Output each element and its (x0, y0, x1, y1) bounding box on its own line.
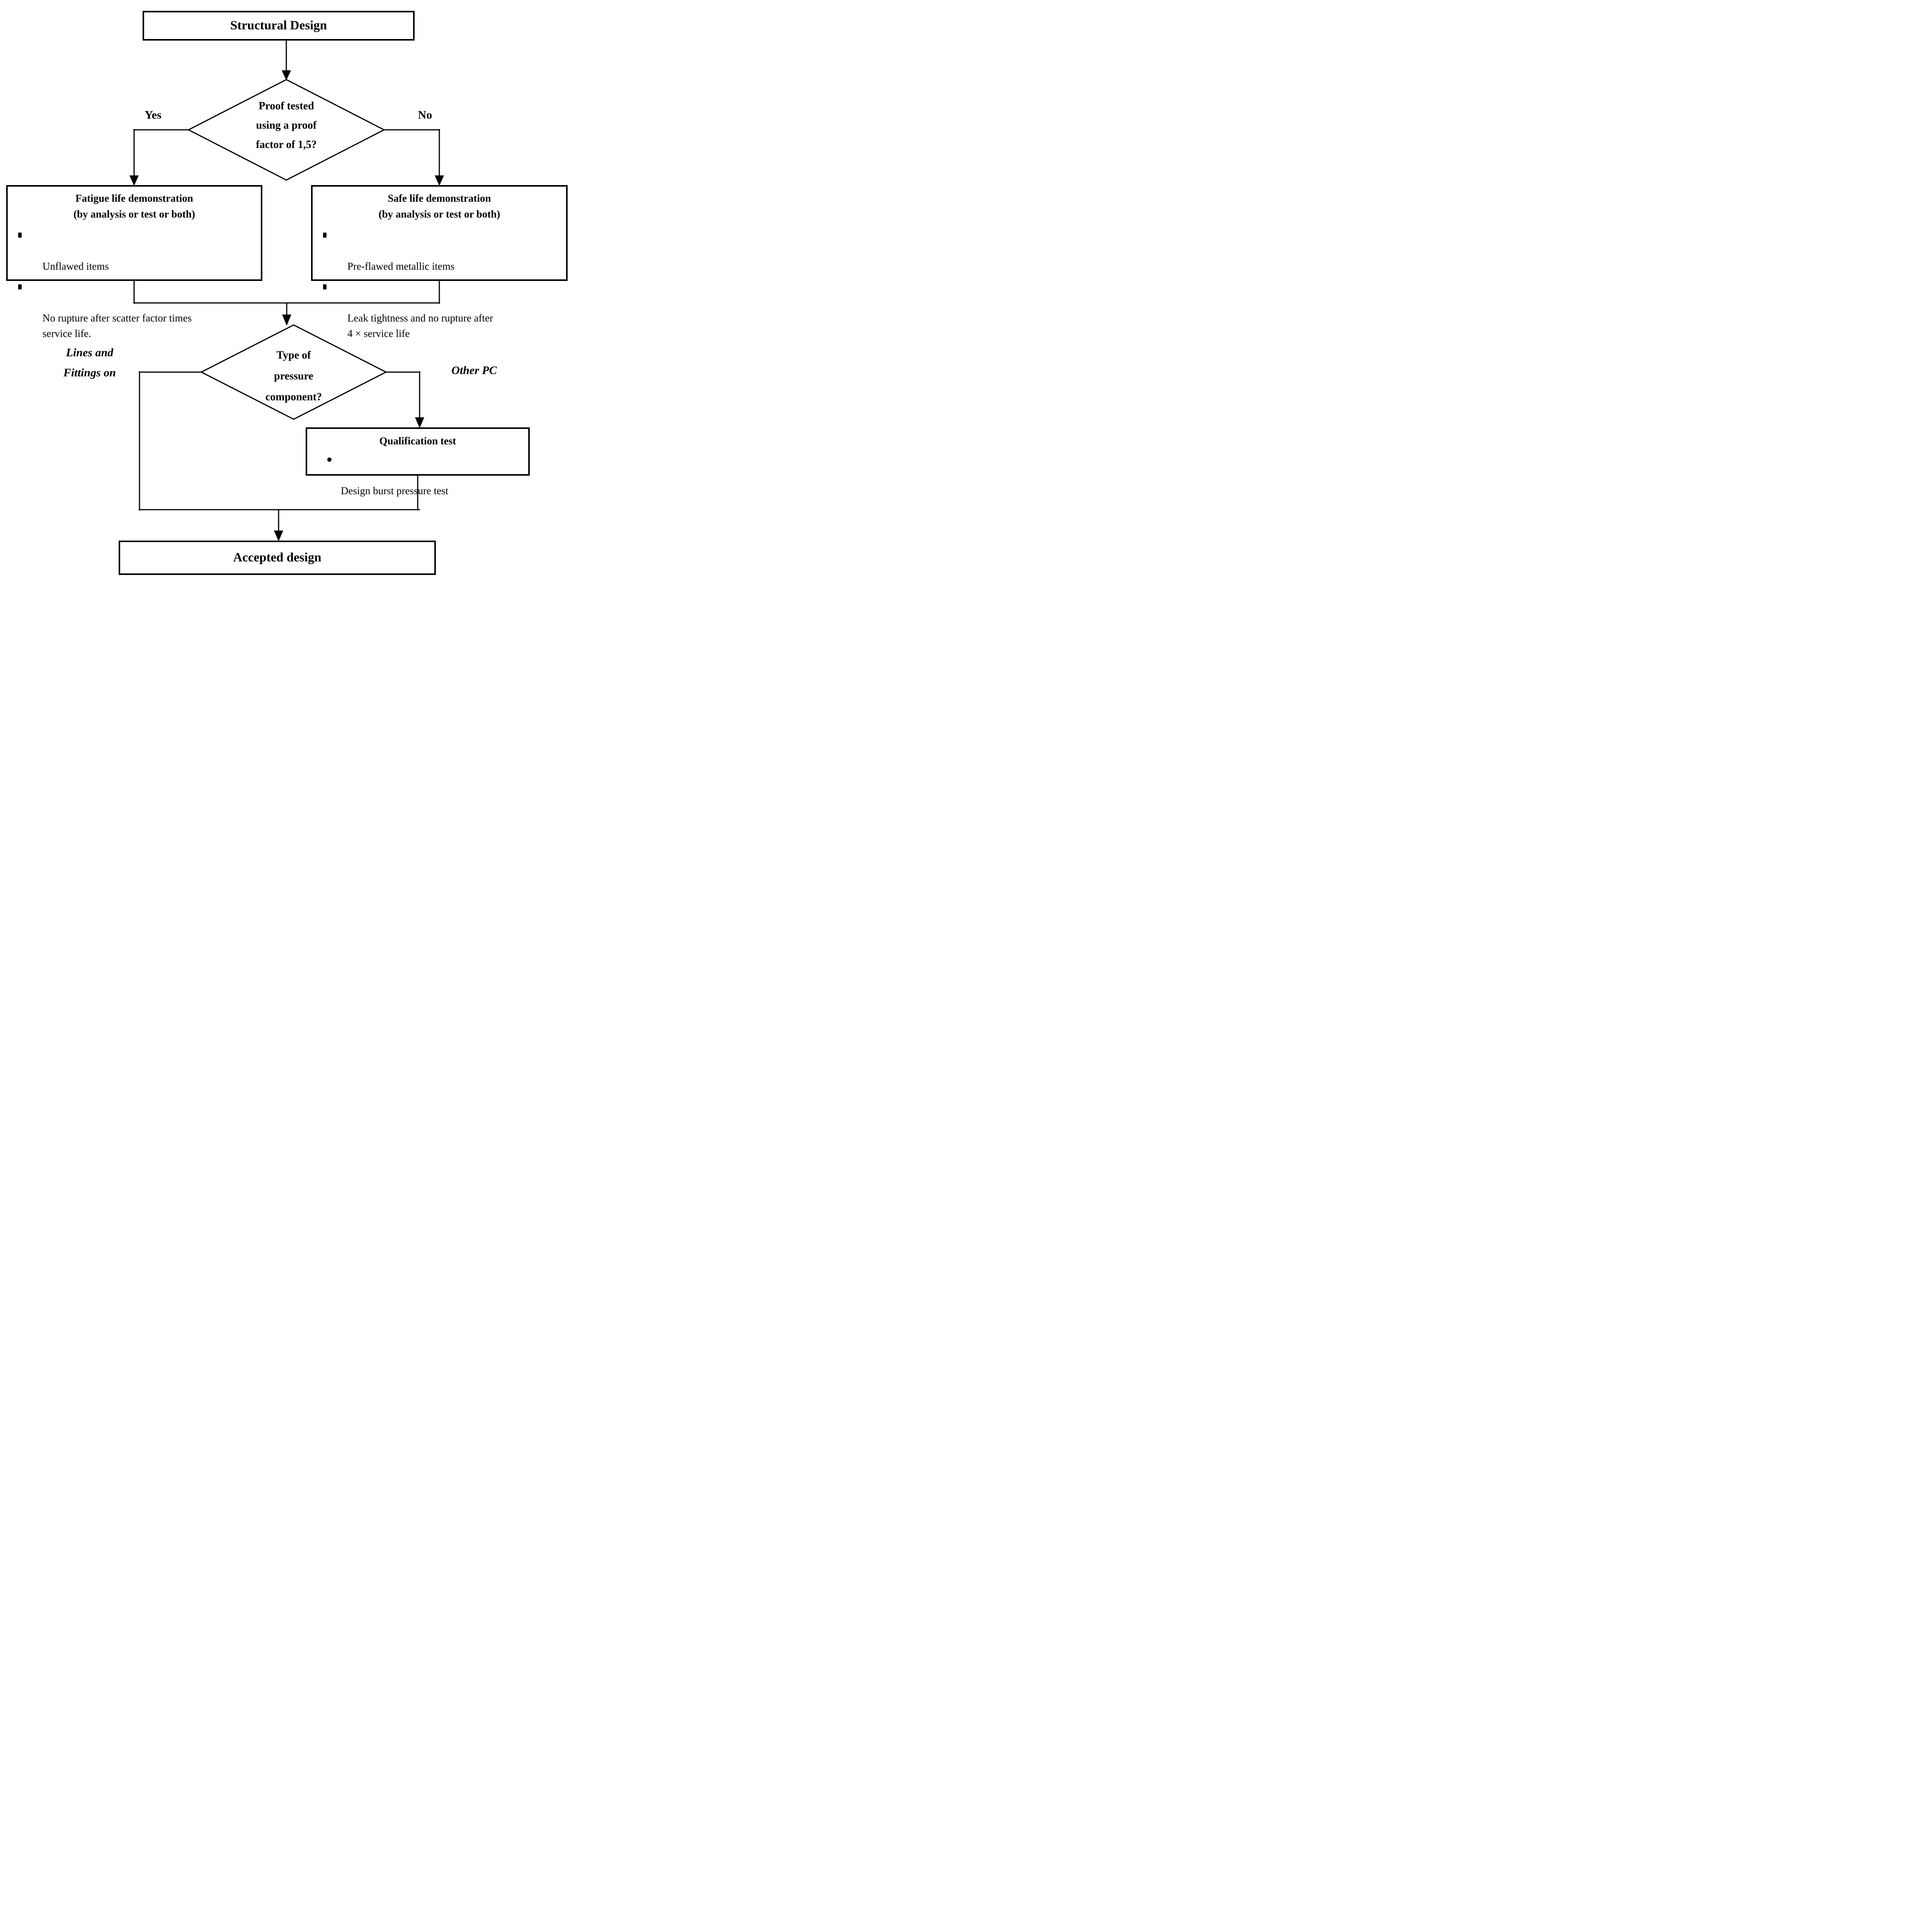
connector-layer (129, 40, 444, 541)
square-bullet-icon (323, 284, 327, 289)
lines-fittings-edge-label: Lines and Fittings on (63, 346, 116, 379)
list-item: No rupture after scatter factor times se… (8, 279, 261, 341)
start-node-label: Structural Design (230, 19, 327, 32)
arrowhead-into-qualification (415, 417, 424, 428)
decision2-diamond (200, 324, 388, 420)
square-bullet-icon (18, 233, 22, 238)
fatigue-bullet-list: Unflawed items No rupture after scatter … (8, 228, 261, 341)
qualification-test-title: Qualification test (379, 435, 456, 447)
decision1-diamond (187, 79, 386, 181)
safe-bullet-list: Pre-flawed metallic items Leak tightness… (313, 228, 566, 341)
list-item: Leak tightness and no rupture after 4 × … (313, 279, 566, 341)
arrowhead-into-fatigue (129, 175, 139, 186)
decision1-label: Proof tested using a proof factor of 1,5… (256, 100, 317, 151)
decision2-label: Type of pressure component? (265, 349, 322, 403)
arrowhead-into-safe (435, 175, 444, 186)
other-pc-edge-label: Other PC (451, 364, 497, 377)
bullet-text: Design burst pressure test (341, 485, 449, 497)
arrowhead-into-decision1 (282, 70, 291, 80)
fatigue-life-title: Fatigue life demonstration (by analysis … (73, 192, 195, 220)
end-node-label: Accepted design (233, 551, 321, 565)
end-node: Accepted design (119, 541, 436, 575)
bullet-text: Leak tightness and no rupture after 4 × … (347, 312, 493, 339)
safe-life-title: Safe life demonstration (by analysis or … (378, 192, 500, 220)
safe-life-node: Safe life demonstration (by analysis or … (311, 185, 568, 339)
start-node: Structural Design (143, 11, 415, 41)
flowchart-canvas: Structural Design Proof tested using a p… (0, 0, 574, 578)
square-bullet-icon (18, 284, 22, 289)
qualification-test-node: Qualification test Design burst pressure… (306, 427, 530, 497)
arrowhead-into-end (274, 531, 283, 541)
qualification-bullet-list: Design burst pressure test (307, 452, 528, 498)
list-item: Pre-flawed metallic items (313, 228, 566, 274)
fatigue-life-node: Fatigue life demonstration (by analysis … (6, 185, 262, 339)
bullet-text: No rupture after scatter factor times se… (43, 312, 192, 339)
list-item: Unflawed items (8, 228, 261, 274)
bullet-text: Pre-flawed metallic items (347, 260, 455, 272)
dot-bullet-icon (327, 457, 332, 462)
yes-edge-label: Yes (145, 109, 162, 121)
no-edge-label: No (418, 109, 432, 121)
list-item: Design burst pressure test (307, 452, 528, 498)
arrowhead-into-decision2 (282, 315, 291, 326)
square-bullet-icon (323, 233, 327, 238)
bullet-text: Unflawed items (43, 260, 109, 272)
